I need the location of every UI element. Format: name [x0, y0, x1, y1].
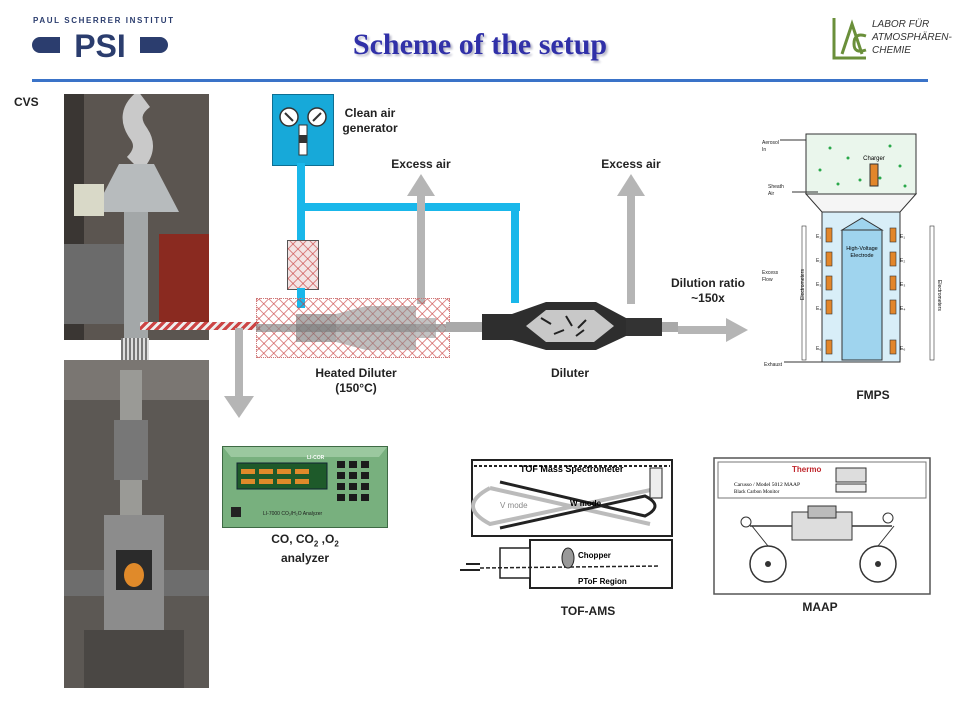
institute-name: PAUL SCHERRER INSTITUT: [33, 16, 175, 25]
fmps-aerosol-line-2: In: [762, 147, 766, 153]
psi-logo-graphic: PSI: [32, 28, 168, 64]
dilution-ratio-line-1: Dilution ratio: [671, 276, 745, 290]
analyzer-device-graphic: LI-COR LI-7000 CO₂/H₂O Analyzer: [223, 447, 387, 517]
maap-diagram: Thermo Carusso / Model 5012 MAAP Black C…: [713, 457, 931, 595]
excess-air-label-1: Excess air: [391, 157, 451, 171]
fmps-label: FMPS: [856, 388, 890, 402]
analyzer-label: CO, CO2 ,O2 analyzer: [250, 532, 360, 566]
clean-air-label-line-2: generator: [342, 121, 398, 135]
analyzer-label-part-2: ,O: [318, 532, 335, 546]
maap-brand: Thermo: [792, 465, 821, 474]
fmps-hv-line-2: Electrode: [850, 253, 873, 259]
clean-air-line-to-diluter-vertical: [297, 203, 305, 211]
analyzer-label-sub-1: 2: [313, 539, 319, 549]
lab-name-line-3: CHEMIE: [872, 45, 911, 56]
lab-name: LABOR FÜR ATMOSPHÄREN- CHEMIE: [872, 18, 952, 57]
analyzer-device: LI-COR LI-7000 CO₂/H₂O Analyzer: [222, 446, 388, 528]
fmps-exhaust: Exhaust: [764, 362, 783, 368]
fmps-e-right-2: E₂: [900, 258, 905, 264]
fmps-hv-line-1: High-Voltage: [846, 246, 878, 252]
clean-air-label: Clean air generator: [335, 106, 405, 136]
fmps-e-right-1: E₁: [900, 234, 905, 240]
fmps-e-right-4: E₄: [900, 306, 905, 312]
lac-logo-graphic: [832, 18, 867, 60]
tof-ams-label: TOF-AMS: [560, 604, 616, 618]
diluter-label: Diluter: [550, 366, 589, 380]
tof-w-mode: W mode: [570, 499, 602, 508]
lab-name-line-1: LABOR FÜR: [872, 19, 930, 30]
page-title: Scheme of the setup: [352, 28, 608, 61]
stove-photo-graphic: [64, 360, 209, 688]
cvs-label: CVS: [14, 95, 39, 109]
cvs-photo: [64, 94, 209, 340]
fmps-e-left-4: E₄: [816, 306, 821, 312]
clean-air-line-horizontal: [305, 203, 520, 211]
heated-diluter-label-line-2: (150°C): [335, 381, 377, 395]
sample-transfer-line: [140, 322, 260, 330]
insulation-block: [121, 338, 149, 360]
tof-v-mode: V mode: [500, 501, 528, 510]
lab-name-line-2: ATMOSPHÄREN-: [872, 32, 952, 43]
tof-ams-diagram: TOF Mass Spectrometer V mode W mode Chop…: [460, 458, 675, 600]
fmps-charger: Charger: [863, 156, 885, 162]
fmps-electrometers-left: Electrometers: [800, 269, 806, 300]
maap-label: MAAP: [802, 600, 838, 614]
tof-title: TOF Mass Spectrometer: [520, 464, 624, 474]
maap-subtitle: Black Carbon Monitor: [734, 490, 780, 495]
clean-air-generator: [272, 94, 334, 166]
fmps-e-right-3: E₃: [900, 282, 905, 288]
fmps-e-right-5: E₆: [900, 346, 905, 352]
fmps-excess-line-1: Excess: [762, 270, 779, 276]
heated-diluter-label-line-1: Heated Diluter: [315, 366, 397, 380]
clean-air-label-line-1: Clean air: [344, 106, 396, 120]
analyzer-brand: LI-COR: [307, 455, 325, 461]
fmps-excess-line-2: Flow: [762, 277, 773, 283]
dilution-ratio-line-2: ~150x: [691, 291, 725, 305]
cvs-photo-graphic: [64, 94, 209, 340]
psi-logo-text: PSI: [74, 28, 126, 62]
psi-logo: PSI: [32, 28, 168, 64]
excess-air-arrow-2: [617, 174, 645, 304]
tof-chopper: Chopper: [578, 551, 611, 560]
diluter-graphic: [446, 302, 678, 350]
analyzer-label-sub-2: 2: [334, 539, 339, 549]
fmps-e-left-1: E₁: [816, 234, 821, 240]
fmps-sheath-line-2: Air: [768, 191, 774, 197]
fmps-aerosol-line-1: Aerosol: [762, 140, 779, 146]
fmps-e-left-2: E₂: [816, 258, 821, 264]
excess-air-label-2: Excess air: [601, 157, 661, 171]
heated-diluter-graphic: [256, 306, 448, 350]
fmps-diagram: Charger High-Voltage Electrode E₁ E₂ E₃ …: [760, 130, 950, 380]
dilution-ratio-label: Dilution ratio ~150x: [660, 276, 756, 306]
to-fmps-arrow: [678, 318, 748, 342]
analyzer-model: LI-7000 CO₂/H₂O Analyzer: [263, 511, 323, 517]
fmps-electrometers-right: Electrometers: [936, 280, 942, 311]
analyzer-flow-arrow: [224, 328, 254, 418]
tof-ptof: PToF Region: [578, 577, 627, 586]
clean-air-generator-graphic: [279, 107, 327, 156]
lac-logo: [828, 14, 870, 64]
maap-model: Carusso / Model 5012 MAAP: [734, 482, 800, 488]
air-heater: [287, 240, 319, 290]
heated-diluter-label: Heated Diluter (150°C): [296, 366, 416, 396]
analyzer-label-part-1: CO, CO: [271, 532, 314, 546]
fmps-sheath-line-1: Sheath: [768, 184, 784, 190]
header-rule: [32, 79, 928, 82]
analyzer-label-line-1: CO, CO2 ,O2: [250, 532, 360, 551]
fmps-e-left-3: E₃: [816, 282, 821, 288]
analyzer-label-line-2: analyzer: [280, 551, 330, 566]
clean-air-line-diluter-drop: [511, 203, 519, 303]
excess-air-arrow-1: [407, 174, 435, 304]
fmps-e-left-5: E₆: [816, 346, 821, 352]
stove-photo: [64, 360, 209, 688]
